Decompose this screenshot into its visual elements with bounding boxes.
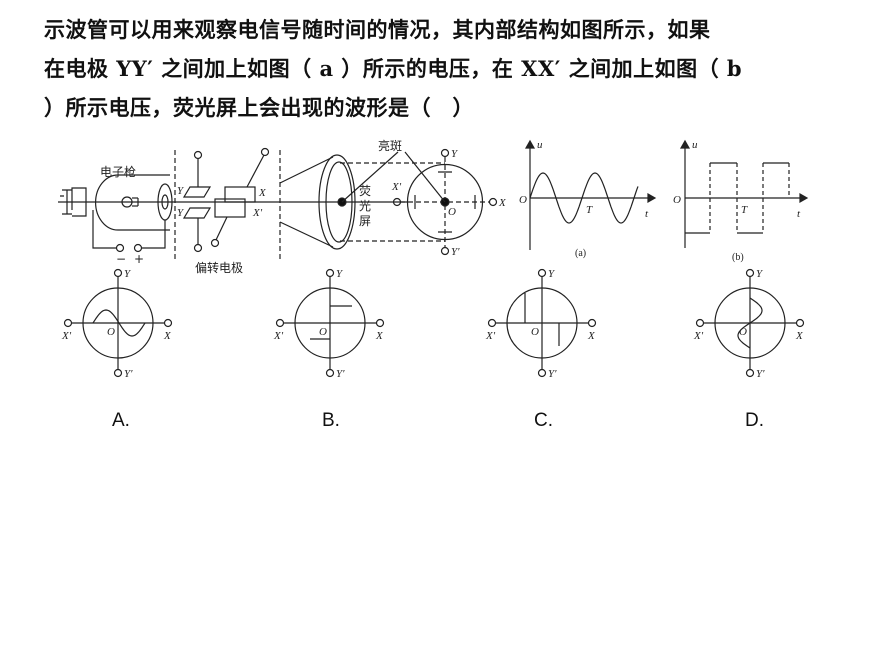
x-label: X	[587, 330, 596, 342]
y-label: Y	[336, 268, 344, 280]
screen-label-3: 屏	[359, 214, 371, 228]
screen-origin-label: O	[448, 206, 456, 218]
origin-label: O	[531, 326, 539, 338]
xp-label: X′	[485, 330, 496, 342]
waveform-trace	[524, 293, 560, 346]
y-label: Y	[756, 268, 764, 280]
graph-a-sine-voltage	[524, 139, 657, 250]
screen-x-label: X	[498, 197, 507, 209]
waveform-trace	[310, 305, 352, 340]
option-a[interactable]: A.	[112, 410, 130, 431]
screen-yp-label: Y′	[451, 246, 460, 258]
plate-yp-label: Y	[177, 207, 185, 219]
screen-label-2: 光	[359, 199, 371, 213]
waveform-trace	[737, 297, 763, 349]
graph-b-u-label: u	[692, 139, 698, 151]
yp-label: Y′	[548, 368, 557, 380]
origin-label: O	[107, 326, 115, 338]
waveform-trace	[92, 309, 146, 337]
graph-a-period-label: T	[586, 204, 593, 216]
electron-gun-label: 电子枪	[100, 164, 136, 179]
deflector-label: 偏转电极	[195, 260, 243, 275]
caption-b: (b)	[732, 252, 744, 263]
yp-label: Y′	[124, 368, 133, 380]
question-text: 示波管可以用来观察电信号随时间的情况，其内部结构如图所示，如果 在电极 YY′ …	[44, 10, 874, 127]
graph-b-square-voltage	[679, 139, 809, 248]
xp-label: X′	[693, 330, 704, 342]
question-line-1: 示波管可以用来观察电信号随时间的情况，其内部结构如图所示，如果	[44, 17, 711, 42]
screen-xp-label: X′	[391, 181, 402, 193]
xp-label: X′	[61, 330, 72, 342]
plate-x-label: X	[258, 187, 267, 199]
option-b[interactable]: B.	[322, 410, 340, 431]
graph-a-origin: O	[519, 194, 527, 206]
y-label: Y	[124, 268, 132, 280]
option-d[interactable]: D.	[745, 410, 764, 431]
caption-a: (a)	[575, 248, 586, 259]
question-line-2: 在电极 YY′ 之间加上如图（ a ）所示的电压，在 XX′ 之间加上如图（ b	[44, 56, 743, 81]
option-screen-d	[695, 268, 805, 378]
graph-b-period-label: T	[741, 204, 748, 216]
yp-label: Y′	[336, 368, 345, 380]
origin-label: O	[319, 326, 327, 338]
x-label: X	[795, 330, 804, 342]
plate-xp-label: X′	[252, 207, 263, 219]
xp-label: X′	[273, 330, 284, 342]
option-screen-b	[275, 268, 385, 378]
option-screen-c	[487, 268, 597, 378]
x-label: X	[163, 330, 172, 342]
question-line-3: ）所示电压，荧光屏上会出现的波形是（ ）	[44, 95, 474, 120]
graph-a-u-label: u	[537, 139, 543, 151]
yp-label: Y′	[756, 368, 765, 380]
screen-label-1: 荧	[359, 184, 371, 198]
y-label: Y	[548, 268, 556, 280]
graph-b-t-label: t	[797, 208, 801, 220]
origin-label: O	[739, 326, 747, 338]
screen-y-label: Y	[451, 148, 459, 160]
cathode-ray-tube-diagram	[58, 147, 498, 262]
graph-a-t-label: t	[645, 208, 649, 220]
option-screen-a	[63, 268, 173, 378]
plus-sign: +	[134, 252, 144, 266]
x-label: X	[375, 330, 384, 342]
minus-sign: −	[116, 252, 126, 266]
option-c[interactable]: C.	[534, 410, 553, 431]
graph-b-origin: O	[673, 194, 681, 206]
plate-y-label: Y	[177, 185, 185, 197]
spot-label: 亮斑	[378, 138, 402, 153]
